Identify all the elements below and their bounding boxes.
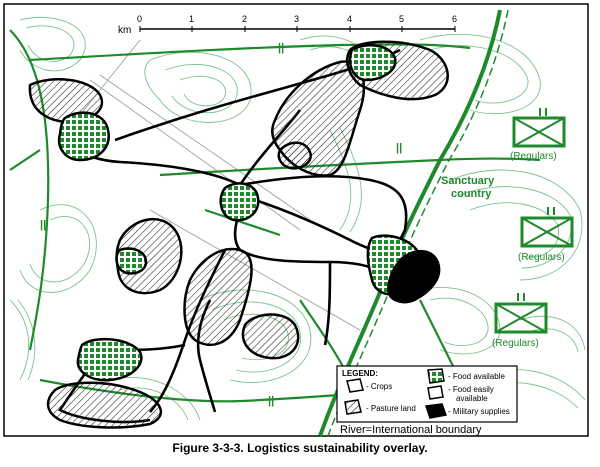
map-overlay: || || || || km 0 1 2 3 4 5 6 (3, 3, 589, 437)
scale-tick: 3 (294, 14, 299, 24)
route-markers: || || || || (40, 42, 402, 407)
figure-caption: Figure 3-3-3. Logistics sustainability o… (172, 441, 428, 455)
legend-pasture-label: - Pasture land (366, 404, 416, 413)
unit-label: (Regulars) (492, 338, 539, 349)
scale-tick: 5 (399, 14, 404, 24)
legend-crops-swatch (346, 378, 364, 393)
regulars-unit-symbol: (Regulars) (492, 293, 548, 349)
svg-text:||: || (40, 219, 46, 231)
scale-tick: 0 (137, 14, 142, 24)
legend-food-easy-label-line2: available (456, 394, 488, 403)
unit-label: (Regulars) (510, 151, 557, 162)
sanctuary-label: Sanctuary (441, 175, 495, 187)
svg-text:||: || (396, 142, 402, 154)
legend-crops-label: - Crops (366, 382, 392, 391)
regulars-unit-symbol: (Regulars) (510, 108, 566, 162)
scale-unit: km (118, 25, 131, 36)
unit-label: (Regulars) (518, 252, 565, 263)
legend-food-available-swatch (427, 368, 445, 384)
sanctuary-label-line2: country (451, 188, 492, 200)
legend-title: LEGEND: (342, 369, 378, 378)
boundary-note: River=International boundary (340, 424, 482, 436)
legend-military-label: - Military supplies (448, 407, 510, 416)
food-available-areas (57, 44, 422, 382)
legend-food-easy-label: - Food easily (448, 385, 494, 394)
svg-text:||: || (278, 42, 284, 54)
km-scale: km 0 1 2 3 4 5 6 (118, 14, 457, 36)
svg-text:||: || (268, 395, 274, 407)
scale-tick: 4 (347, 14, 352, 24)
legend-food-available-label: - Food available (448, 372, 505, 381)
military-supplies-area (386, 250, 441, 304)
scale-tick: 6 (452, 14, 457, 24)
legend-military-swatch (424, 403, 448, 419)
legend-pasture-swatch (344, 399, 362, 415)
legend-food-easy-swatch (427, 385, 444, 400)
scale-tick: 1 (189, 14, 194, 24)
scale-tick: 2 (242, 14, 247, 24)
river-boundary (318, 9, 509, 437)
legend: LEGEND: - Crops - Pasture land - Food av… (336, 365, 518, 423)
regulars-unit-symbol: (Regulars) (518, 207, 574, 263)
